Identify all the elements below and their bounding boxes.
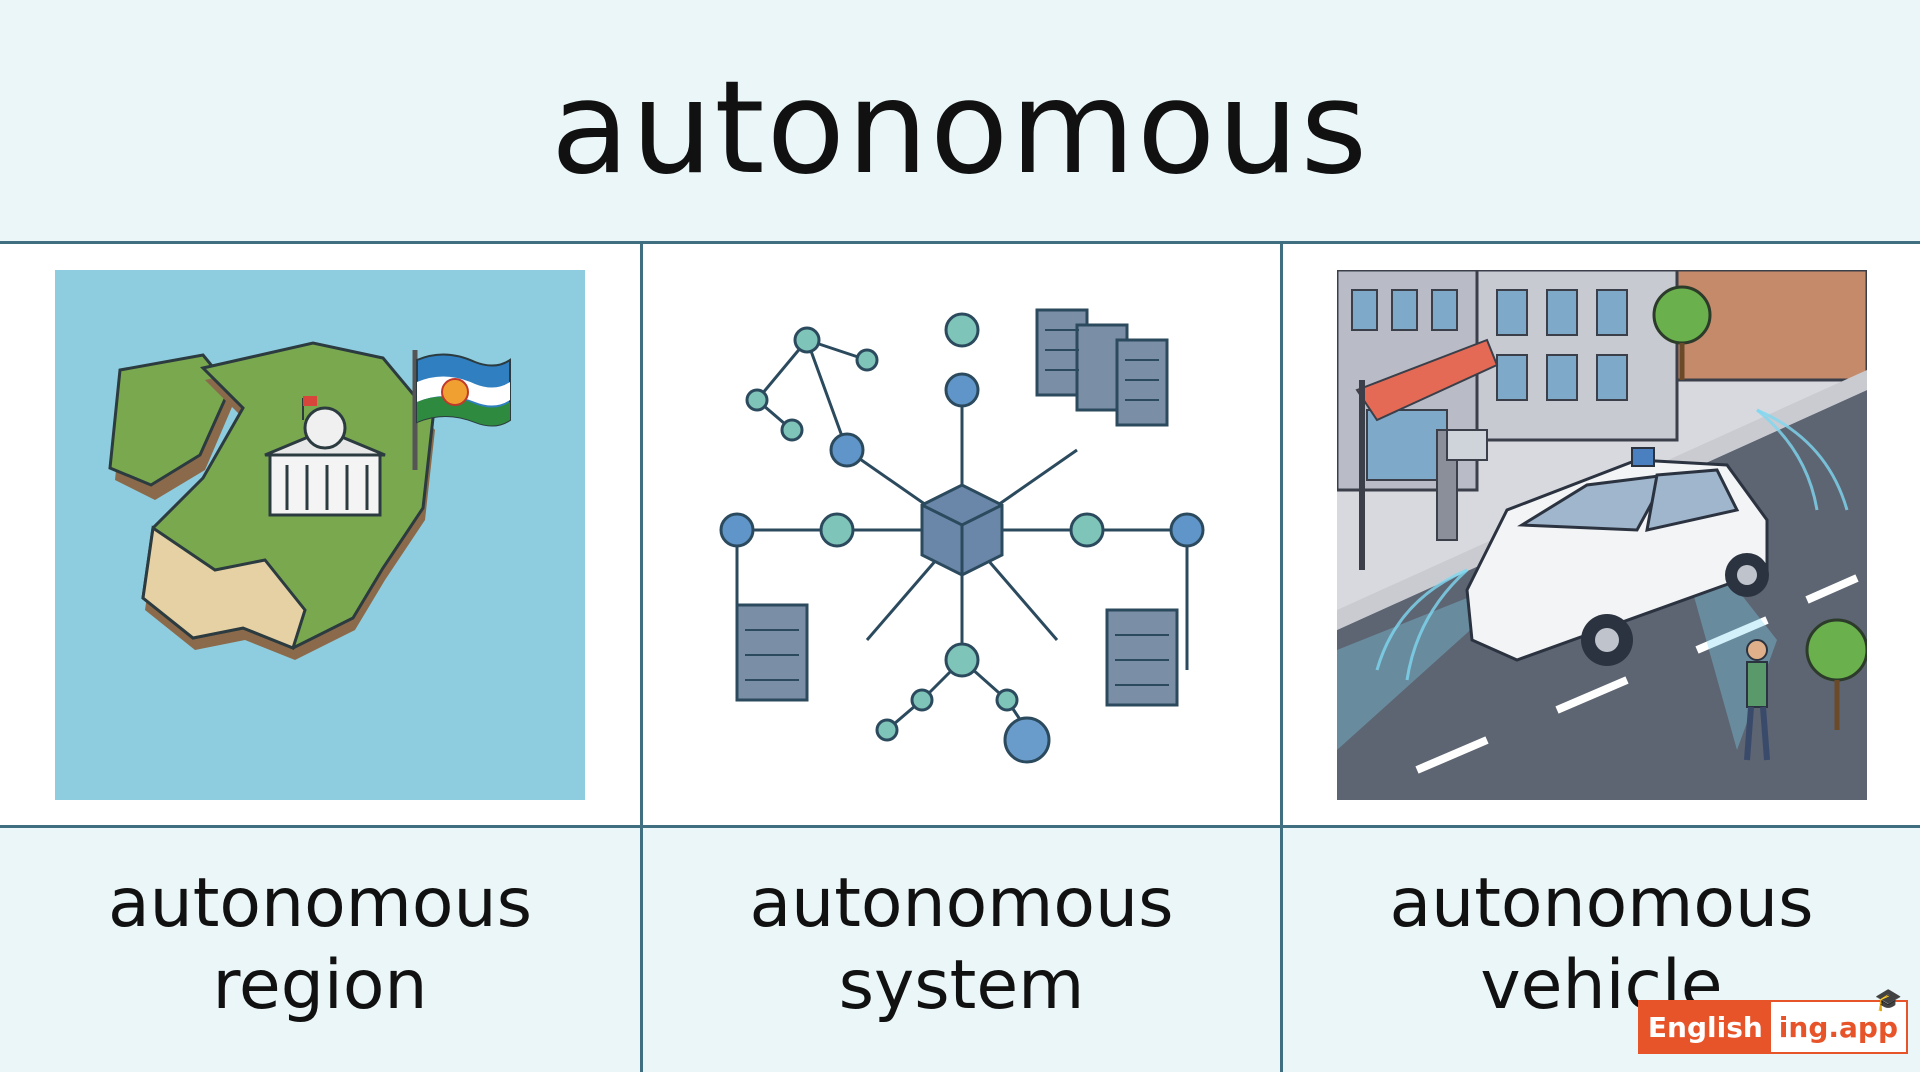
label-system: autonomous system: [640, 828, 1280, 1072]
vehicle-illustration: [1336, 269, 1867, 800]
card-vehicle: [1280, 244, 1920, 825]
image-row: [0, 244, 1920, 828]
watermark-part2: ing.app 🎓: [1771, 988, 1906, 1052]
watermark-badge: English ing.app 🎓: [1637, 988, 1908, 1054]
title-band: autonomous: [0, 0, 1920, 244]
card-system: [640, 244, 1280, 825]
card-region: [0, 244, 640, 825]
label-region: autonomous region: [0, 828, 640, 1072]
label-region-line1: autonomous: [107, 864, 533, 943]
graduation-cap-icon: 🎓: [1874, 988, 1902, 1013]
label-region-line2: region: [212, 946, 428, 1025]
label-system-line2: system: [838, 946, 1085, 1025]
region-illustration: [55, 269, 585, 800]
label-system-line1: autonomous: [749, 864, 1174, 943]
watermark-part1: English: [1639, 1002, 1771, 1052]
label-vehicle-line1: autonomous: [1389, 864, 1814, 943]
watermark-part2-text: ing.app: [1778, 1010, 1898, 1044]
label-row: autonomous region autonomous system auto…: [0, 828, 1920, 1072]
system-illustration: [696, 269, 1227, 800]
page-title: autonomous: [550, 54, 1370, 203]
